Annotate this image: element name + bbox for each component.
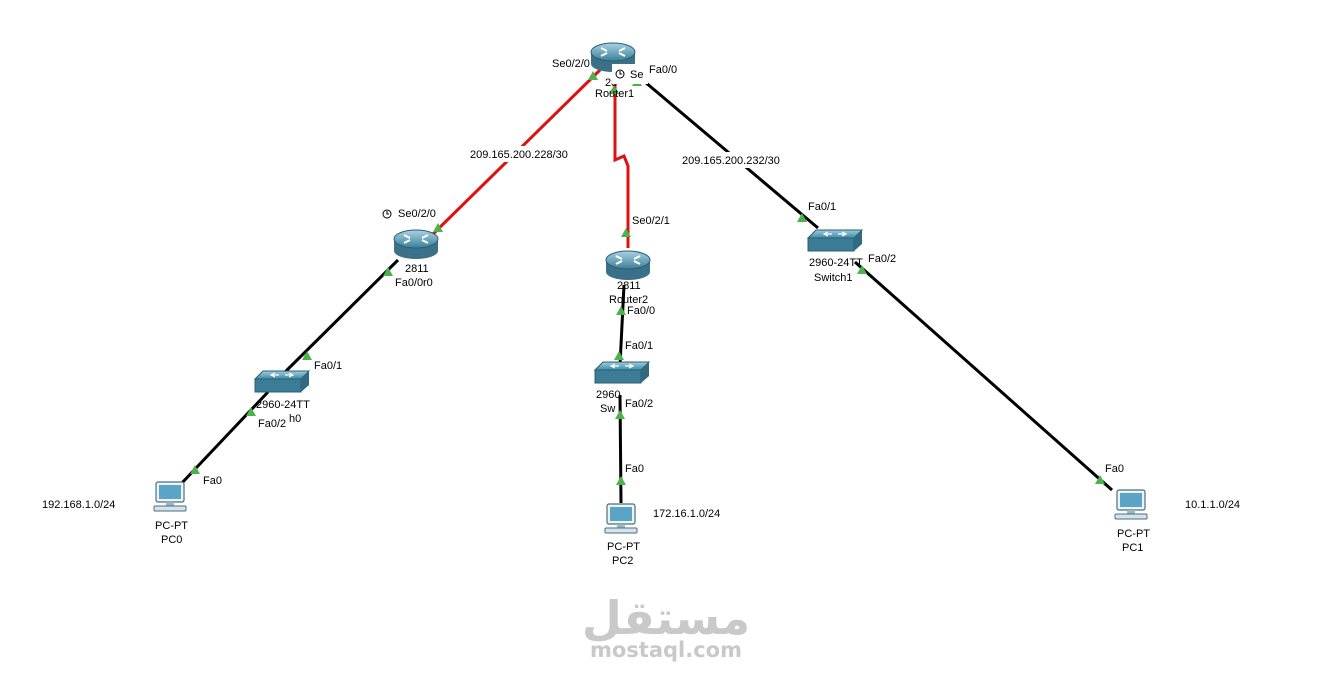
ethernet-link-r2-s2[interactable] (618, 284, 626, 366)
switch-icon (254, 370, 310, 393)
pc2-node[interactable]: PC-PT PC2 (604, 503, 640, 567)
device-name: PC0 (161, 534, 182, 546)
ethernet-link-s1-pc1[interactable] (854, 260, 1113, 492)
router-icon (605, 250, 651, 281)
network-label: 209.165.200.228/30 (470, 149, 568, 161)
device-name: h0 (289, 413, 301, 425)
ethernet-link-r0-s0[interactable] (280, 258, 400, 377)
switch1-node[interactable]: 2960-24TT Switch1 (807, 229, 863, 284)
port-label: Fa0 (625, 463, 644, 475)
network-label: 172.16.1.0/24 (653, 508, 720, 520)
router2-node[interactable]: 2811 Router2 (605, 250, 651, 306)
network-label: 10.1.1.0/24 (1185, 499, 1240, 511)
router-icon (393, 229, 439, 260)
device-model: PC-PT (607, 541, 640, 553)
port-label: Fa0 (203, 475, 222, 487)
device-model: PC-PT (1117, 528, 1150, 540)
pc-icon (153, 481, 187, 512)
port-label: Se0/2/1 (632, 215, 670, 227)
port-label: Se0/2/0 (552, 58, 590, 70)
device-name: Sw (600, 403, 615, 415)
device-model: 2960-24TT (256, 399, 310, 411)
pc-icon (1114, 489, 1148, 520)
port-label: Fa0/2 (868, 253, 896, 265)
pc0-node[interactable]: PC-PT PC0 (153, 481, 188, 546)
device-name: Switch1 (814, 272, 853, 284)
switch2-node[interactable]: 2960 Sw (594, 361, 650, 415)
port-label: Fa0/1 (625, 340, 653, 352)
link-up-indicator (616, 476, 626, 485)
port-label: Fa0/1 (808, 201, 836, 213)
port-label: Fa0/0 (649, 64, 677, 76)
port-label: Fa0/0 (627, 305, 655, 317)
port-label: Se (630, 69, 643, 81)
port-label: Se0/2/0 (398, 208, 436, 220)
network-label: 209.165.200.232/30 (682, 155, 780, 167)
port-label: Fa0/1 (314, 360, 342, 372)
watermark: مستقل mostaql.com (582, 591, 750, 662)
network-label: 192.168.1.0/24 (42, 499, 115, 511)
port-label: Fa0/2 (258, 418, 286, 430)
link-up-indicator (614, 351, 624, 360)
router0-node[interactable]: 2811 r0 (393, 229, 439, 289)
port-label: Fa0 (1105, 463, 1124, 475)
device-name: PC2 (612, 555, 633, 567)
device-model: 2811 (617, 280, 641, 292)
device-model: 2811 (405, 263, 429, 275)
serial-link-r1-r2[interactable] (613, 80, 630, 248)
link-up-indicator (616, 306, 626, 315)
device-model: 2960-24TT (809, 257, 863, 269)
switch-icon (594, 361, 650, 384)
device-model: 2960 (596, 389, 620, 401)
device-name: r0 (423, 277, 433, 289)
switch0-node[interactable]: 2960-24TT h0 (254, 370, 310, 425)
switch-icon (807, 229, 863, 252)
device-name: Router1 (595, 88, 634, 100)
pc-icon (604, 503, 638, 534)
clock-icon (382, 209, 392, 219)
watermark-arabic: مستقل (582, 591, 750, 645)
clock-icon (615, 69, 625, 79)
device-name: Router2 (609, 294, 648, 306)
device-name: PC1 (1122, 542, 1143, 554)
port-label: Fa0/2 (625, 398, 653, 410)
link-up-indicator (615, 410, 625, 419)
watermark-latin: mostaql.com (590, 638, 742, 662)
port-label: Fa0/0 (395, 277, 423, 289)
device-model: PC-PT (155, 520, 188, 532)
pc1-node[interactable]: PC-PT PC1 (1114, 489, 1150, 554)
